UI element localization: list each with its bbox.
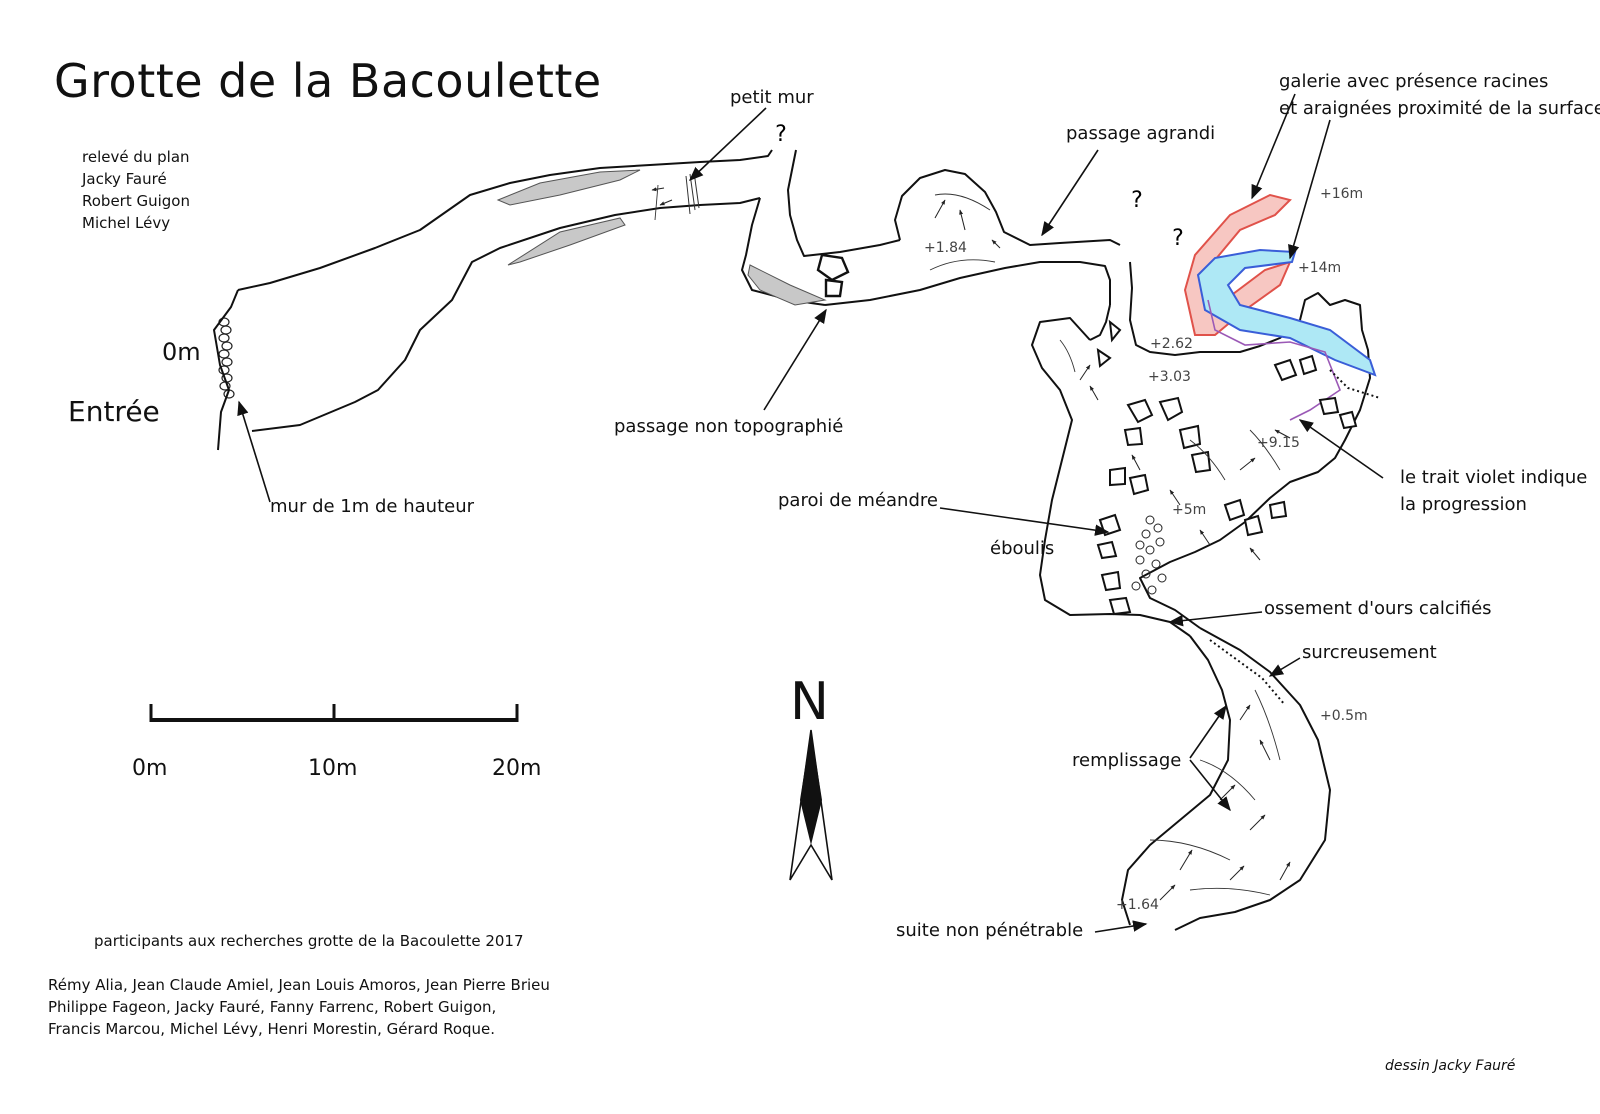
depth-label: +9.15 <box>1257 435 1300 451</box>
depth-label: +14m <box>1298 260 1342 276</box>
entrance-label: Entrée <box>68 395 160 428</box>
flow-arrow-icon <box>651 187 1291 901</box>
north-label: N <box>790 672 829 732</box>
rock-block-icon <box>816 253 850 298</box>
small-wall-label: petit mur <box>730 87 814 108</box>
participants-line: Rémy Alia, Jean Claude Amiel, Jean Louis… <box>48 976 550 994</box>
scale-bar <box>149 704 519 722</box>
cave-outline <box>213 149 1371 931</box>
dotted-lines <box>1209 369 1381 706</box>
credits-line: Robert Guigon <box>82 192 190 210</box>
scree-blocks <box>1096 319 1358 616</box>
question-mark-3: ? <box>1172 226 1184 251</box>
enlarged-passage-label: passage agrandi <box>1066 123 1216 144</box>
participants-line: Philippe Fageon, Jacky Fauré, Fanny Farr… <box>48 998 497 1016</box>
fine-scree <box>1131 515 1167 595</box>
depth-label: +0.5m <box>1320 708 1368 724</box>
depth-label: +5m <box>1172 502 1207 518</box>
violet-line-label: le trait violet indique la progression <box>1400 464 1587 518</box>
credits-line: Michel Lévy <box>82 214 171 232</box>
interior-strokes <box>654 184 1281 896</box>
bear-bones-label: ossement d'ours calcifiés <box>1264 598 1492 619</box>
scale-label-20: 20m <box>492 756 542 781</box>
survey-credits: relevé du plan Jacky Fauré Robert Guigon… <box>82 146 190 234</box>
entrance-depth-label: 0m <box>162 338 201 366</box>
participants-line: Francis Marcou, Michel Lévy, Henri Mores… <box>48 1020 496 1038</box>
depth-label: +1.64 <box>1116 897 1159 913</box>
participants-title: participants aux recherches grotte de la… <box>94 932 524 950</box>
progression-line <box>1207 299 1341 421</box>
question-mark-2: ? <box>1131 188 1143 213</box>
author-credit: dessin Jacky Fauré <box>1385 1058 1516 1074</box>
impassable-label: suite non pénétrable <box>896 920 1084 941</box>
scale-label-10: 10m <box>308 756 358 781</box>
depth-label: +3.03 <box>1148 369 1191 385</box>
credits-line: relevé du plan <box>82 148 190 166</box>
participants-names: Rémy Alia, Jean Claude Amiel, Jean Louis… <box>48 974 550 1040</box>
shaded-deposits <box>496 169 827 306</box>
unsurveyed-passage-label: passage non topographié <box>614 416 844 437</box>
scree-label: éboulis <box>990 538 1055 559</box>
north-arrow-icon <box>789 729 833 881</box>
scale-label-0: 0m <box>132 756 168 781</box>
depth-label: +1.84 <box>924 240 967 256</box>
surface-gallery-label: galerie avec présence racines et araigné… <box>1279 68 1600 122</box>
surface-gallery-line: galerie avec présence racines <box>1279 71 1549 92</box>
overdeepening-label: surcreusement <box>1302 642 1437 663</box>
fill-label: remplissage <box>1072 750 1182 771</box>
label-leaders <box>237 93 1384 933</box>
meander-wall-label: paroi de méandre <box>778 490 938 511</box>
violet-line-line: la progression <box>1400 494 1527 515</box>
question-mark-1: ? <box>775 122 787 147</box>
depth-label: +2.62 <box>1150 336 1193 352</box>
surface-gallery-line: et araignées proximité de la surface <box>1279 98 1600 119</box>
credits-line: Jacky Fauré <box>82 170 167 188</box>
map-title: Grotte de la Bacoulette <box>54 54 602 108</box>
wall-1m-label: mur de 1m de hauteur <box>270 496 475 517</box>
surface-gallery <box>1183 193 1377 377</box>
violet-line-line: le trait violet indique <box>1400 467 1588 488</box>
depth-label: +16m <box>1320 186 1364 202</box>
